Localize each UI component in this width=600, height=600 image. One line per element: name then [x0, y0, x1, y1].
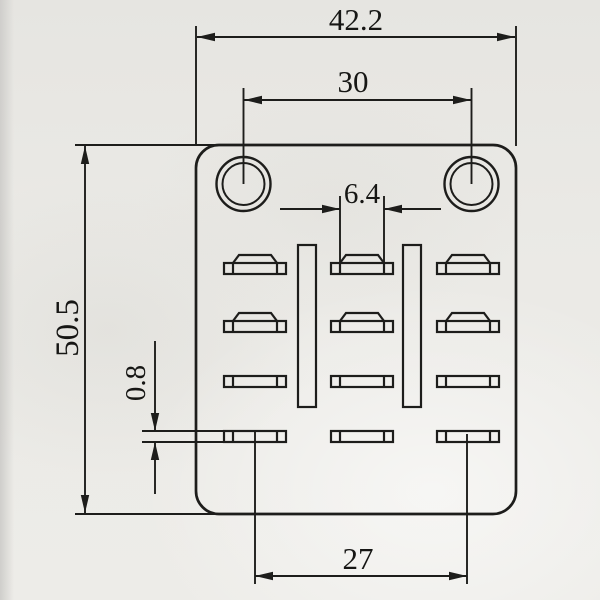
body-outline	[194, 143, 518, 516]
arrowhead	[497, 32, 515, 42]
slot-hat-row1-left	[222, 253, 288, 276]
slot-bar-row3-right	[435, 374, 501, 389]
dim-overall-width: 42.2	[195, 2, 517, 146]
arrowhead	[244, 95, 262, 105]
slot-hat-row2-middle	[329, 311, 395, 334]
slot-bar-row3-left	[222, 374, 288, 389]
slot-bar-row4-middle	[329, 429, 395, 444]
arrowhead	[449, 571, 467, 581]
contact-slots	[222, 243, 501, 444]
dim-label-pin-row-span: 27	[343, 541, 374, 576]
arrowhead	[150, 413, 160, 431]
dim-label-center-slot-width: 6.4	[344, 178, 381, 210]
slot-hat-row1-right	[435, 253, 501, 276]
dim-pin-row-span: 27	[254, 431, 468, 584]
dim-hole-spacing: 30	[242, 64, 473, 184]
arrowhead	[384, 204, 402, 214]
dim-label-overall-height: 50.5	[50, 299, 86, 357]
dim-label-hole-spacing: 30	[338, 64, 369, 99]
arrowhead	[80, 146, 90, 164]
dim-label-slot-thickness: 0.8	[120, 365, 152, 401]
slot-bar-row4-right	[435, 429, 501, 444]
dim-center-slot-width: 6.4	[280, 178, 441, 263]
arrowhead	[453, 95, 471, 105]
slot-vertical-right	[401, 243, 423, 409]
slot-vertical-left	[296, 243, 318, 409]
slot-hat-row2-left	[222, 311, 288, 334]
dim-overall-height: 50.5	[50, 144, 218, 515]
arrowhead	[255, 571, 273, 581]
arrowhead	[322, 204, 340, 214]
dim-slot-thickness: 0.8	[120, 341, 225, 494]
arrowhead	[80, 495, 90, 513]
dim-label-overall-width: 42.2	[329, 2, 383, 37]
slot-bar-row3-middle	[329, 374, 395, 389]
arrowhead	[197, 32, 215, 42]
arrowhead	[150, 442, 160, 460]
slot-hat-row2-right	[435, 311, 501, 334]
